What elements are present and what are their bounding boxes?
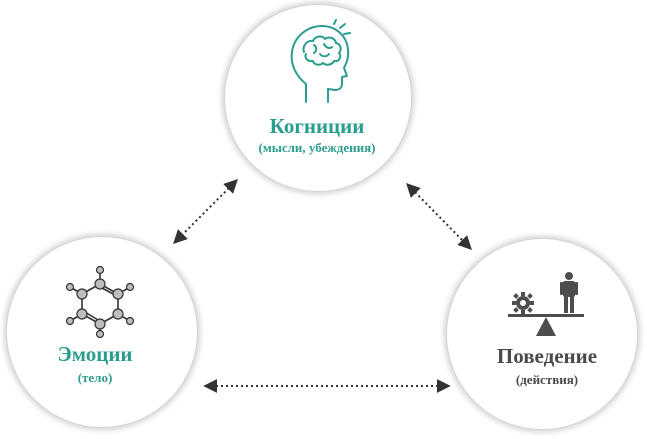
- gear-person-balance-icon: [508, 272, 584, 336]
- emotions-subtitle: (тело): [77, 370, 113, 385]
- arrow-cognition-emotions: [173, 179, 238, 244]
- emotions-title: Эмоции: [57, 342, 133, 366]
- behavior-title: Поведение: [496, 344, 598, 368]
- node-cognition: [224, 4, 412, 192]
- behavior-subtitle: (действия): [515, 372, 579, 387]
- cognition-title: Когниции: [269, 114, 365, 138]
- gear-icon: [512, 292, 534, 314]
- head-brain-icon: [290, 19, 351, 103]
- molecule-icon: [65, 265, 135, 338]
- arrow-cognition-behavior: [406, 183, 472, 250]
- person-icon: [560, 272, 578, 313]
- cognition-subtitle: (мысли, убеждения): [258, 140, 376, 155]
